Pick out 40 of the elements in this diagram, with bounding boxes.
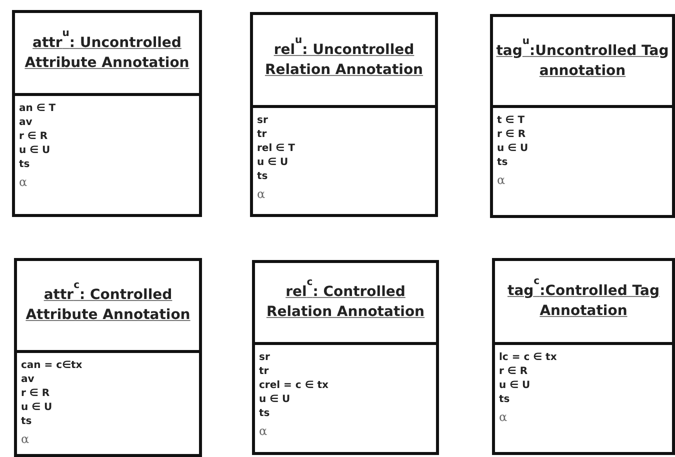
- attribute-text: α: [497, 172, 506, 189]
- attribute-text: α: [499, 409, 508, 426]
- attribute-text: sr: [259, 351, 270, 365]
- attribute-text: α: [19, 174, 28, 191]
- attribute-text: tr: [259, 365, 269, 379]
- attribute-text: ts: [497, 156, 508, 170]
- attribute-text: rel ∈ T: [257, 142, 295, 156]
- attribute-text: u ∈ U: [259, 393, 290, 407]
- attribute-text: an ∈ T: [19, 102, 56, 116]
- attribute-text: u ∈ U: [497, 142, 528, 156]
- attribute-text: av: [21, 373, 34, 387]
- attribute-text: av: [19, 116, 32, 130]
- attribute-text: r ∈ R: [499, 365, 528, 379]
- attribute-text: r ∈ R: [21, 387, 50, 401]
- attribute-text: r ∈ R: [497, 128, 526, 142]
- attribute-text: t ∈ T: [497, 114, 525, 128]
- attribute-text: lc = c ∈ tx: [499, 351, 557, 365]
- attribute-text: u ∈ U: [499, 379, 530, 393]
- class-box: [12, 10, 202, 217]
- attribute-text: crel = c ∈ tx: [259, 379, 328, 393]
- attribute-text: r ∈ R: [19, 130, 48, 144]
- attribute-text: ts: [499, 393, 510, 407]
- attribute-text: tr: [257, 128, 267, 142]
- class-box: [250, 12, 438, 217]
- attribute-text: sr: [257, 114, 268, 128]
- class-box: [14, 258, 202, 457]
- attribute-text: α: [259, 423, 268, 440]
- attribute-text: α: [257, 186, 266, 203]
- class-box: [252, 260, 439, 455]
- attribute-text: ts: [257, 170, 268, 184]
- attribute-text: ts: [19, 158, 30, 172]
- attribute-text: u ∈ U: [19, 144, 50, 158]
- attribute-text: u ∈ U: [21, 401, 52, 415]
- attribute-text: can = c∈tx: [21, 359, 82, 373]
- class-box: [490, 14, 675, 218]
- attribute-text: ts: [259, 407, 270, 421]
- attribute-text: α: [21, 431, 30, 448]
- attribute-text: ts: [21, 415, 32, 429]
- attribute-text: u ∈ U: [257, 156, 288, 170]
- class-box: [492, 258, 675, 455]
